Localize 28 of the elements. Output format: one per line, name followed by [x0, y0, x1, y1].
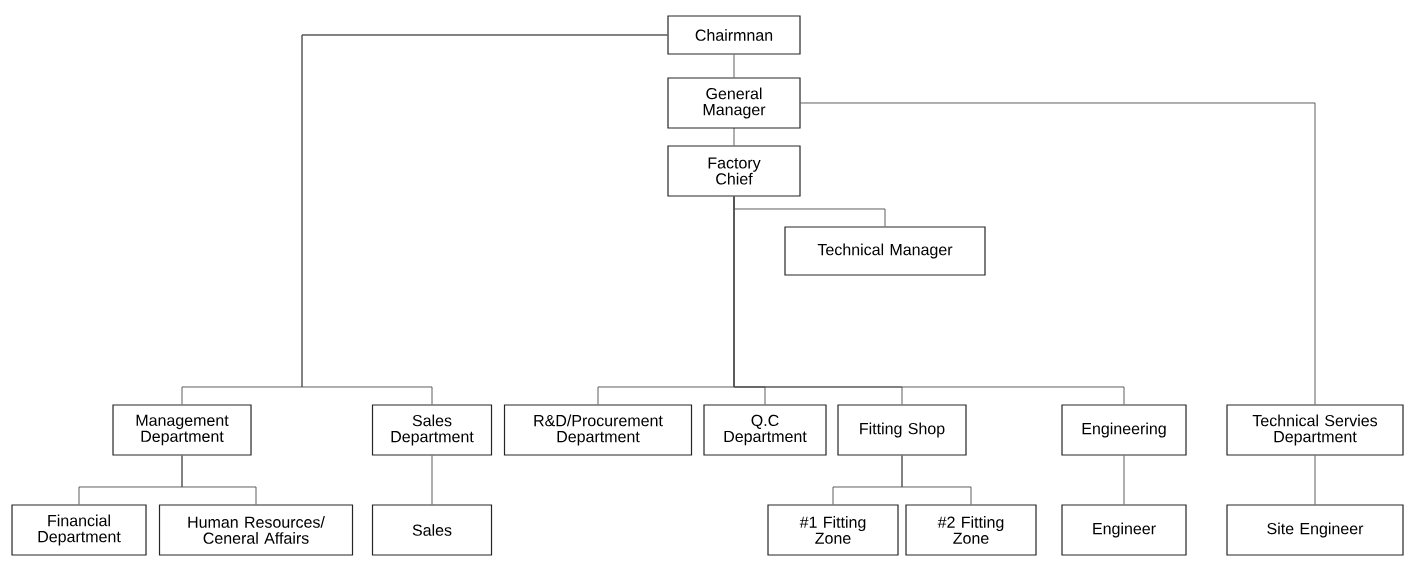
connector-line	[1314, 455, 1316, 505]
org-box: Technical Servies Department	[1226, 404, 1404, 456]
org-box: #1 Fitting Zone	[767, 504, 899, 556]
org-box: Q.C Department	[703, 404, 827, 456]
connector-line	[431, 455, 433, 505]
org-box: #2 Fitting Zone	[905, 504, 1037, 556]
org-box: Technical Manager	[784, 226, 986, 276]
org-box: Chairmnan	[667, 15, 801, 55]
connector-line	[733, 127, 735, 146]
org-box: Financial Department	[11, 504, 147, 556]
connector-line	[181, 455, 257, 505]
org-box: Sales Department	[371, 404, 493, 456]
org-box: Fitting Shop	[837, 404, 967, 456]
org-box: Engineering	[1061, 404, 1187, 456]
org-box: Factory Chief	[667, 145, 801, 197]
org-box: Sales	[371, 504, 493, 556]
connector-line	[733, 196, 1125, 405]
connector-line	[1123, 455, 1125, 505]
connector-line	[901, 455, 972, 505]
org-box: Engineer	[1061, 504, 1187, 556]
connector-line	[733, 54, 735, 78]
connector-line	[800, 102, 1316, 405]
org-box: Human Resources/ Ceneral Affairs	[158, 504, 354, 556]
org-box: R&D/Procurement Department	[503, 404, 693, 456]
org-box: Management Department	[112, 404, 252, 456]
org-box: General Manager	[667, 77, 801, 129]
org-box: Site Engineer	[1226, 504, 1404, 556]
connector-line	[301, 34, 668, 405]
